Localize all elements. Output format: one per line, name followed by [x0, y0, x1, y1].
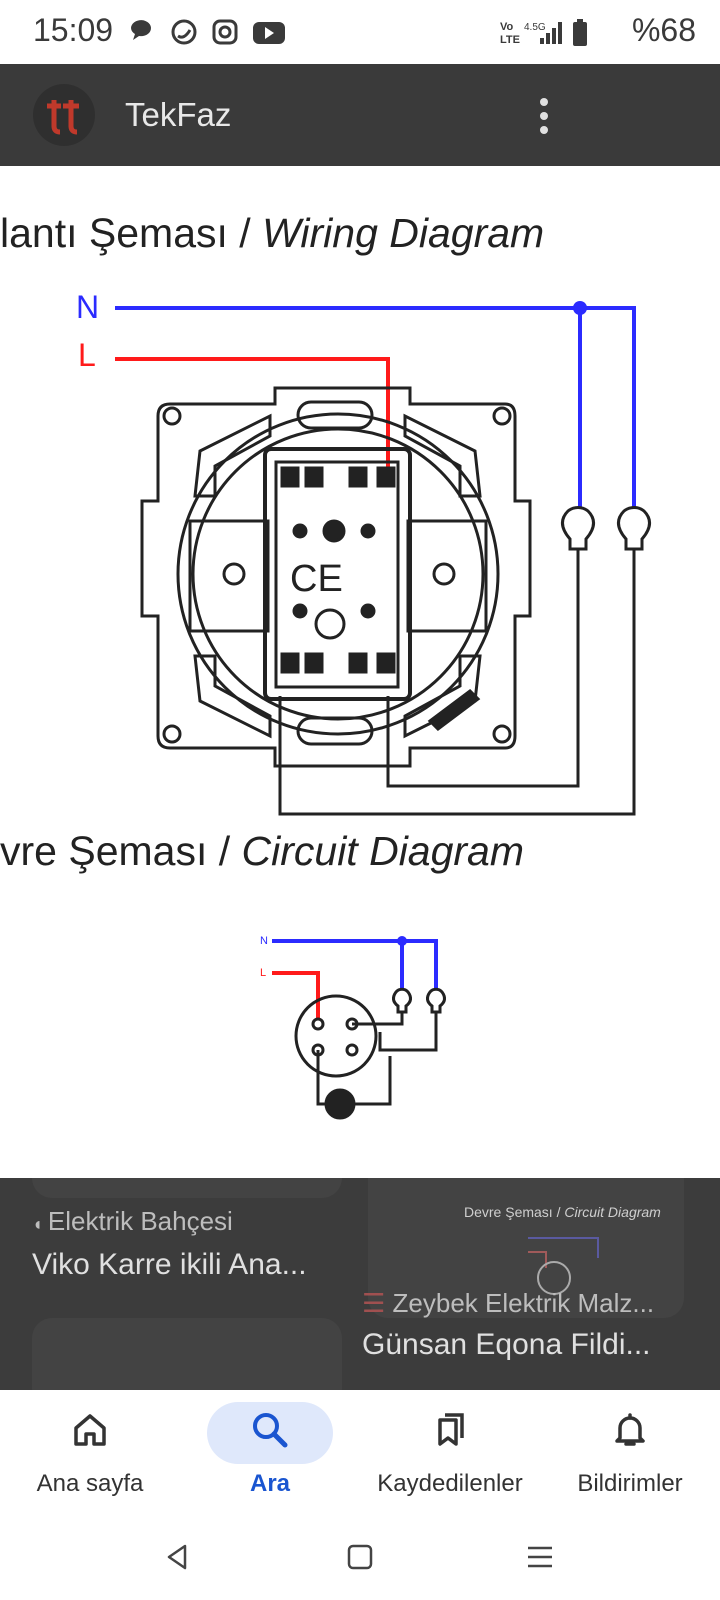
thumb-caption: Devre Şeması / Circuit Diagram — [464, 1204, 661, 1220]
result-thumb-3[interactable] — [32, 1318, 342, 1390]
neutral-label: N — [76, 289, 99, 325]
bottom-navigation: Ana sayfa Ara Kaydedilenler Bildirimler — [0, 1390, 720, 1520]
site-name[interactable]: TekFaz — [125, 96, 232, 133]
bell-icon — [615, 1413, 645, 1446]
lamp-right — [617, 506, 651, 566]
result-source-1: ◖ Elektrik Bahçesi — [32, 1206, 233, 1236]
youtube-icon — [253, 22, 285, 44]
svg-text:L: L — [260, 967, 266, 979]
diagram-image[interactable]: lantı Şeması / Wiring Diagram N L — [0, 166, 720, 1178]
nav-saved-label: Kaydedilenler — [377, 1470, 523, 1497]
battery-icon — [573, 19, 587, 46]
neutral-junction — [573, 301, 587, 315]
wiring-diagram-svg: N L — [76, 289, 651, 1120]
nav-notifications-label: Bildirimler — [577, 1470, 683, 1497]
bookmarks-icon — [438, 1413, 464, 1446]
load-wire-2 — [278, 566, 636, 816]
recents-icon[interactable] — [525, 1543, 555, 1571]
live-label: L — [78, 337, 96, 373]
nav-home[interactable]: Ana sayfa — [20, 1390, 160, 1520]
signal-icon: 4.5G — [524, 22, 562, 44]
source-favicon-icon: ☰ — [362, 1288, 393, 1318]
thumb-circuit-icon — [528, 1237, 599, 1295]
whatsapp-icon — [171, 19, 197, 45]
result-thumb-1[interactable] — [32, 1178, 342, 1198]
home-icon — [74, 1414, 106, 1446]
nav-notifications[interactable]: Bildirimler — [560, 1390, 700, 1520]
svg-text:N: N — [260, 935, 268, 947]
home-square-icon[interactable] — [346, 1543, 374, 1571]
back-icon[interactable] — [163, 1542, 193, 1572]
svg-text:4.5G: 4.5G — [524, 22, 546, 33]
load-wire-1 — [386, 566, 580, 788]
system-navigation-bar — [0, 1520, 720, 1600]
result-thumb-2[interactable]: Devre Şeması / Circuit Diagram — [368, 1178, 684, 1318]
status-time: 15:09 — [33, 12, 114, 48]
circuit-diagram-title: vre Şeması / Circuit Diagram — [0, 828, 525, 874]
more-vert-icon[interactable] — [538, 96, 550, 136]
battery-level: %68 — [631, 12, 696, 48]
circuit-diagram: N L — [260, 935, 447, 1120]
ce-mark: CE — [290, 558, 343, 600]
source-favicon-icon: ◖ — [32, 1214, 48, 1234]
related-results: Devre Şeması / Circuit Diagram ◖ Elektri… — [0, 1178, 720, 1390]
tekfaz-logo-icon — [47, 100, 79, 135]
nav-search-label: Ara — [249, 1470, 291, 1497]
notification-icons — [131, 19, 285, 45]
app-header: TekFaz — [0, 64, 720, 166]
result-title-1[interactable]: Viko Karre ikili Ana... — [32, 1248, 307, 1281]
nav-saved[interactable]: Kaydedilenler — [370, 1390, 530, 1520]
switch-mechanism — [140, 386, 532, 768]
site-logo[interactable] — [33, 84, 95, 146]
chat-bubble-icon — [131, 20, 151, 40]
wiring-diagram-title: lantı Şeması / Wiring Diagram — [0, 210, 545, 256]
live-wire — [115, 357, 390, 478]
nav-home-label: Ana sayfa — [36, 1470, 144, 1497]
search-icon — [253, 1413, 288, 1448]
result-source-2: ☰ Zeybek Elektrik Malz... — [362, 1288, 655, 1318]
result-title-2[interactable]: Günsan Eqona Fildi... — [362, 1328, 651, 1361]
svg-text:LTE: LTE — [500, 34, 520, 46]
lamp-left — [561, 506, 595, 566]
active-indicator — [207, 1402, 333, 1464]
instagram-icon — [212, 19, 238, 45]
svg-text:Vo: Vo — [500, 21, 514, 33]
nav-search[interactable]: Ara — [200, 1390, 340, 1520]
neutral-wire — [115, 306, 636, 526]
